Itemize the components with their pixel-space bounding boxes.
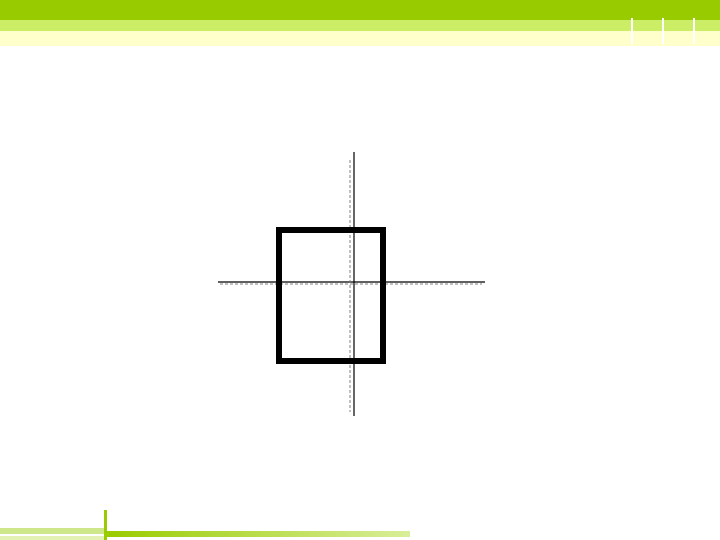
footer-bar-left xyxy=(0,528,104,540)
footer-bar-right xyxy=(107,531,410,537)
rectangle-shape xyxy=(276,227,386,364)
header-tick-2 xyxy=(662,18,664,44)
header-tick-3 xyxy=(693,18,695,44)
header-band-light xyxy=(0,31,720,46)
header-band xyxy=(0,0,720,46)
footer-bar-divider xyxy=(104,510,107,540)
header-band-dark xyxy=(0,0,720,20)
header-tick-1 xyxy=(631,18,633,44)
header-band-mid xyxy=(0,20,720,31)
footer-band xyxy=(0,508,720,540)
